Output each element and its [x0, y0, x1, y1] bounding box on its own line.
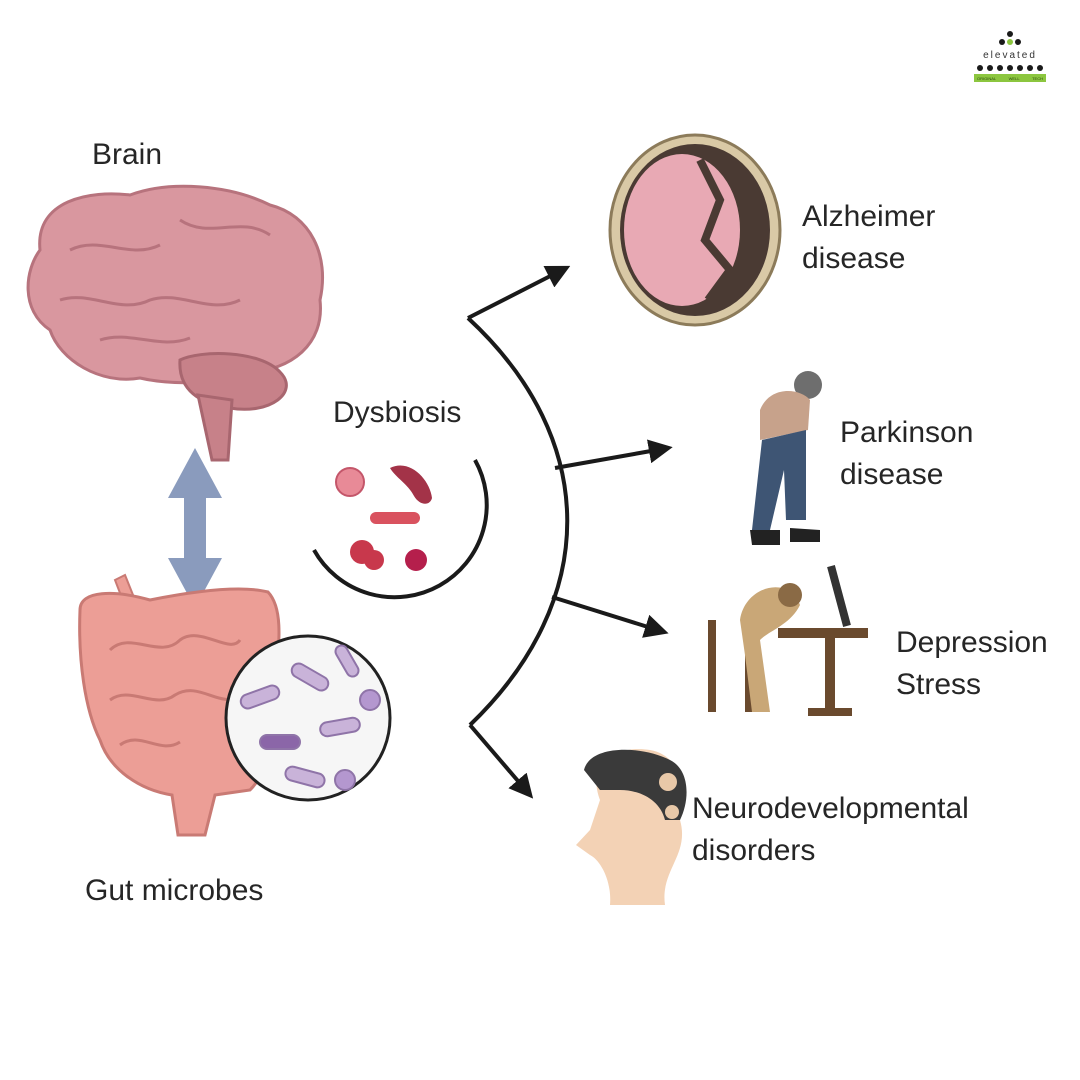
- brain-section-icon: [608, 133, 782, 327]
- brand-logo: elevated ORIGINAL WELL TECH: [968, 30, 1052, 86]
- logo-tagline: ORIGINAL WELL TECH: [974, 74, 1046, 82]
- condition-parkinson: Parkinson disease: [840, 416, 974, 491]
- dysbiosis-microbes: [312, 459, 489, 600]
- condition-depression: Depression Stress: [896, 626, 1048, 701]
- stooped-person-icon: [750, 371, 822, 545]
- brain-illustration: [26, 184, 325, 462]
- gut-illustration: [78, 573, 392, 837]
- logo-dot-row-icon: [977, 65, 1043, 71]
- logo-dots-icon: [999, 31, 1021, 45]
- gut-microbes-label: Gut microbes: [85, 874, 264, 907]
- bidirectional-arrow-icon: [168, 448, 222, 608]
- brain-label: Brain: [92, 138, 163, 171]
- person-at-desk-icon: [708, 565, 868, 716]
- branching-arrows: [466, 265, 673, 799]
- condition-neurodevelopmental: Neurodevelopmental disorders: [692, 792, 969, 867]
- head-profile-icon: [576, 749, 687, 905]
- logo-wordmark: elevated: [983, 50, 1037, 61]
- dysbiosis-label: Dysbiosis: [333, 396, 462, 429]
- condition-alzheimer: Alzheimer disease: [802, 200, 936, 275]
